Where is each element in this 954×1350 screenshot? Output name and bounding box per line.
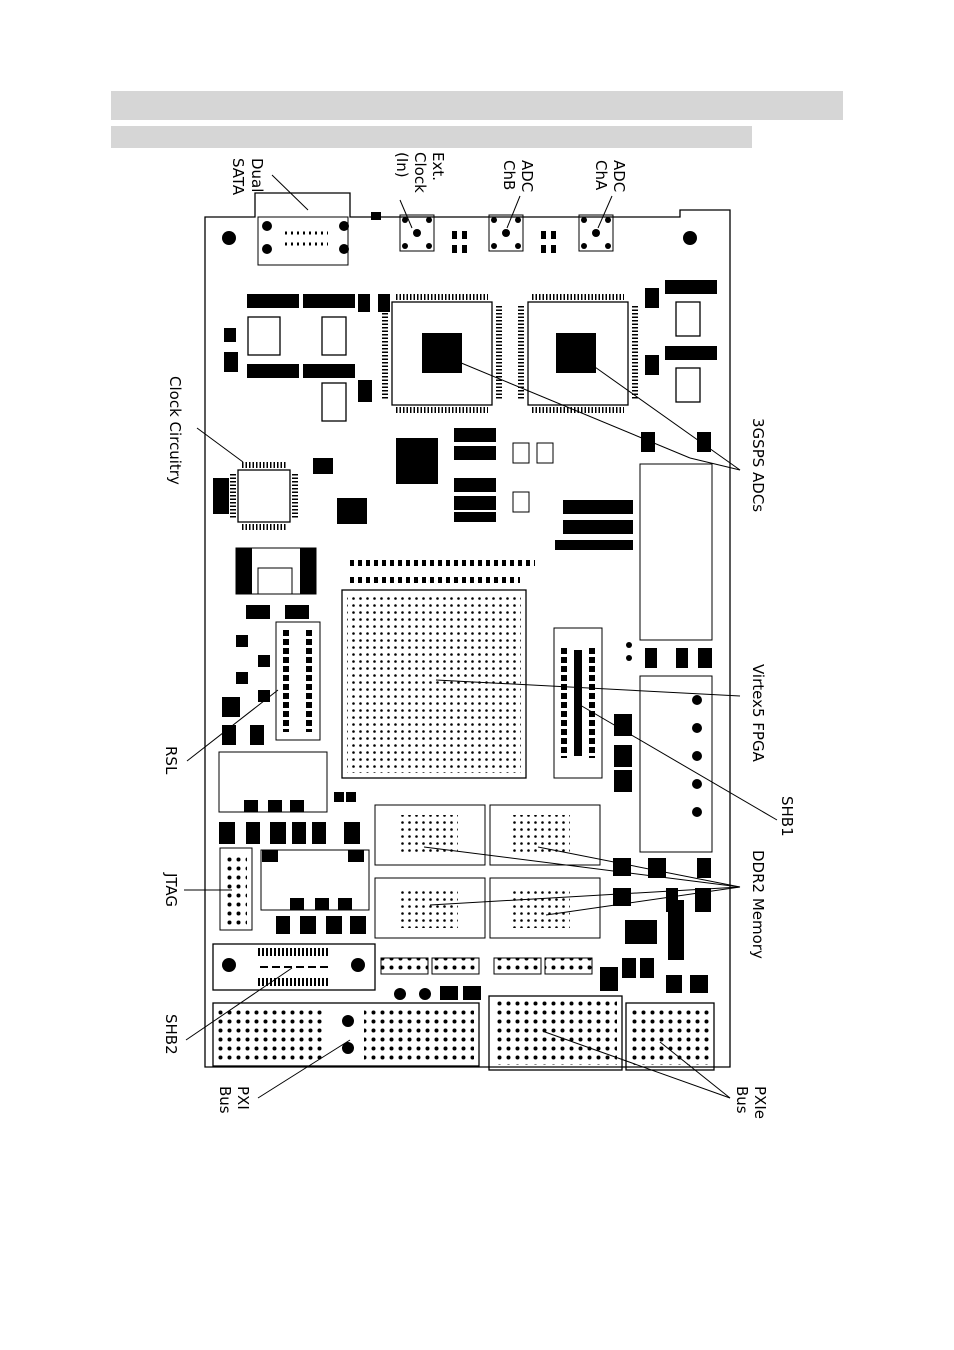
label-dual-sata: Dual: [248, 158, 266, 192]
pxie-connector: [488, 995, 715, 1071]
shb2-connector: [212, 943, 376, 991]
regulator: [675, 301, 701, 337]
ddr2-chip: [374, 877, 486, 939]
pcb-outline: [204, 192, 731, 1068]
rsl-connector: [275, 621, 321, 741]
label-virtex5-fpga: Virtex5 FPGA: [749, 664, 767, 763]
passive-components: [224, 212, 717, 452]
power-module: [260, 849, 370, 911]
label-pxi-bus: Bus: [216, 1086, 234, 1114]
power-block: [300, 548, 316, 594]
label-clock-circuitry: Clock Circuitry: [166, 376, 184, 485]
small-chip: [313, 458, 333, 474]
label-adc-chb: ChB: [500, 160, 518, 190]
adc-chip-a: [518, 294, 638, 413]
regulator: [675, 367, 701, 403]
label-dual-sata: SATA: [229, 158, 247, 196]
label-adc-cha: ADC: [610, 160, 628, 192]
header-bar: [111, 91, 843, 120]
lower-left-passives: [219, 792, 366, 934]
label-adc-cha: ChA: [592, 160, 610, 191]
label-group: Dual SATA Ext. Clock (In) ADC ChB ADC Ch…: [162, 152, 796, 1119]
pxi-connector: [212, 1002, 480, 1067]
power-inductor: [257, 567, 293, 595]
leader-lines: [184, 174, 778, 1099]
label-rsl: RSL: [162, 746, 180, 775]
small-chip: [536, 442, 554, 464]
small-chip: [337, 498, 367, 524]
adc-cha-connector: [578, 214, 614, 252]
clock-chip: [213, 462, 298, 530]
mount-hole: [222, 231, 236, 245]
power-block: [236, 548, 252, 594]
label-ext-clock: Clock: [411, 152, 429, 193]
right-vias: [626, 642, 702, 817]
ddr2-chip: [489, 877, 601, 939]
virtex5-fpga: [341, 589, 527, 779]
bottom-headers: [380, 957, 593, 975]
jtag-header: [219, 847, 253, 931]
label-ext-clock: Ext.: [429, 152, 447, 181]
adc-chb-connector: [488, 214, 524, 252]
left-passives: [222, 605, 309, 745]
label-ext-clock: (In): [393, 152, 411, 178]
mount-hole: [683, 231, 697, 245]
subheader-bar: [111, 126, 752, 148]
small-chip: [512, 491, 530, 513]
adc-chip-b: [382, 294, 502, 413]
ext-clock-connector: [399, 214, 435, 252]
regulator: [247, 316, 281, 356]
label-adc-chb: ADC: [518, 160, 536, 192]
small-chip: [512, 442, 530, 464]
label-jtag: JTAG: [162, 872, 180, 907]
ddr2-chip: [489, 804, 601, 866]
label-shb2: SHB2: [162, 1014, 180, 1055]
sata-connector: [257, 216, 349, 266]
label-pxi-bus: PXI: [234, 1086, 252, 1110]
bottom-passives: [394, 900, 708, 1000]
label-3gsps-adcs: 3GSPS ADCs: [749, 418, 767, 512]
middle-ic-array: [396, 428, 633, 550]
ddr2-chip: [374, 804, 486, 866]
label-ddr2-memory: DDR2 Memory: [749, 850, 767, 959]
label-shb1: SHB1: [778, 796, 796, 837]
label-pxie-bus: Bus: [733, 1086, 751, 1114]
shb1-connector: [553, 627, 603, 779]
power-module-right: [639, 463, 713, 641]
power-module-right: [639, 675, 713, 853]
regulator: [321, 382, 347, 422]
regulator: [321, 316, 347, 356]
label-pxie-bus: PXIe: [751, 1086, 769, 1119]
